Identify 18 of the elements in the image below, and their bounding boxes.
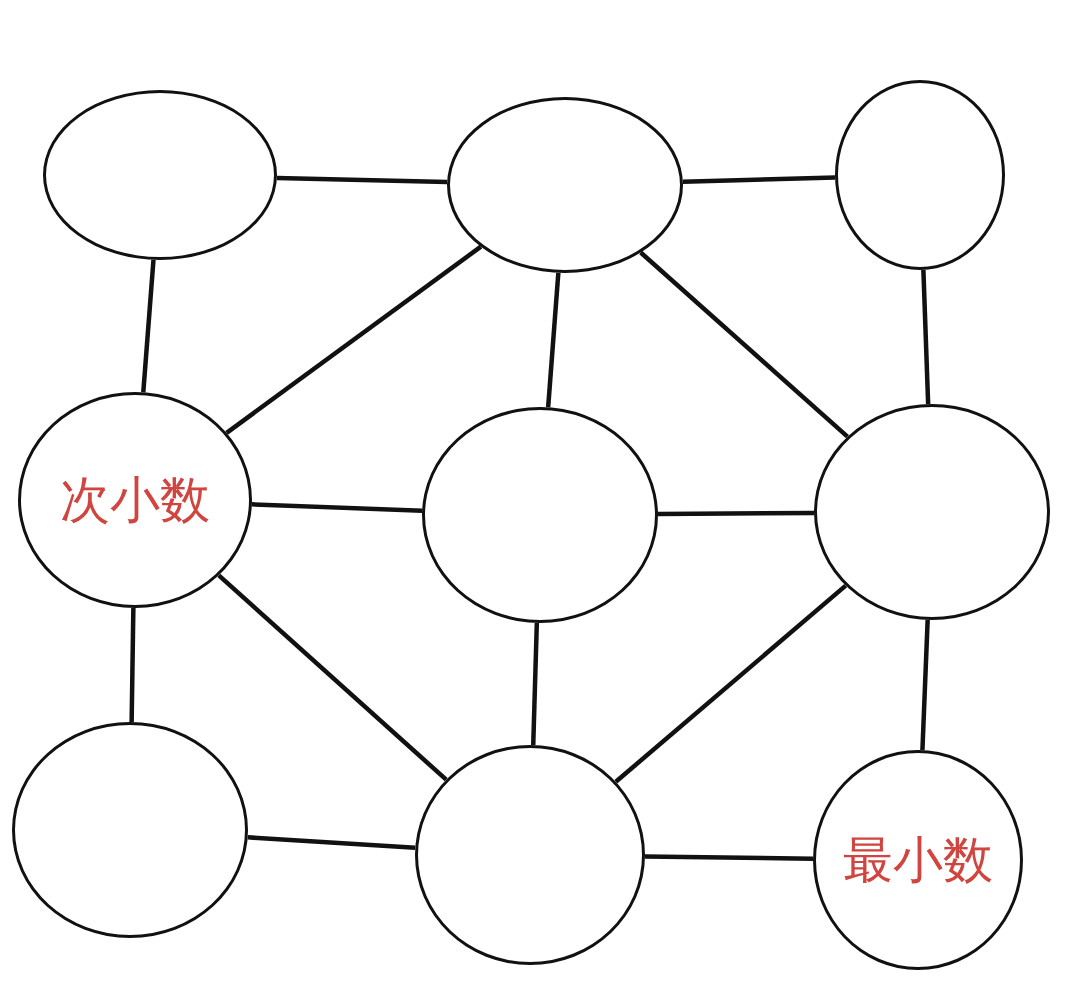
connector-line: [920, 619, 930, 751]
connector-line: [247, 835, 416, 851]
connector-line: [276, 175, 448, 185]
connector-line: [639, 250, 849, 439]
connector-line: [644, 854, 814, 861]
node-label: 最小数: [843, 829, 993, 891]
connector-line: [545, 272, 561, 408]
connector-line: [614, 583, 848, 784]
connector-line: [657, 510, 815, 517]
connector-line: [217, 573, 448, 782]
connector-line: [141, 259, 156, 393]
connector-line: [531, 622, 540, 746]
connector-line: [129, 607, 136, 723]
connector-line: [682, 175, 836, 184]
node-label: 次小数: [60, 469, 210, 531]
connector-line: [251, 502, 423, 513]
connector-line: [225, 244, 483, 435]
connector-line: [921, 269, 931, 405]
